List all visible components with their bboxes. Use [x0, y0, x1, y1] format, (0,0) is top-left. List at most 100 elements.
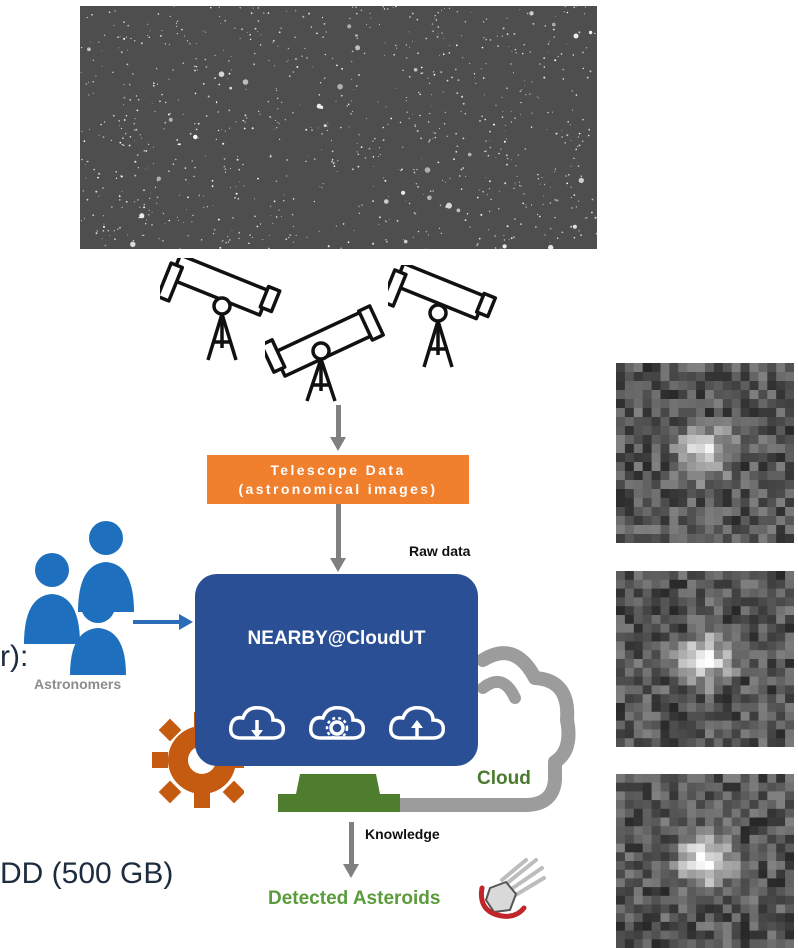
- star: [249, 34, 251, 36]
- pixel: [669, 579, 679, 590]
- star: [536, 95, 538, 97]
- pixel: [642, 498, 653, 508]
- pixel: [767, 667, 777, 678]
- star: [566, 182, 569, 185]
- pixel: [731, 426, 742, 436]
- star: [111, 206, 113, 208]
- pixel: [696, 930, 706, 940]
- pixel: [651, 372, 661, 382]
- star: [548, 244, 554, 249]
- pixel: [624, 408, 635, 418]
- star: [351, 78, 353, 80]
- pixel: [731, 372, 742, 382]
- pixel: [642, 381, 653, 391]
- pixel: [740, 729, 750, 739]
- star: [382, 126, 385, 129]
- star: [250, 12, 253, 15]
- star: [120, 127, 123, 130]
- pixel: [758, 852, 768, 862]
- pixel: [731, 498, 742, 508]
- pixel: [624, 720, 635, 730]
- pixel: [624, 632, 635, 642]
- pixel: [776, 659, 786, 669]
- star: [413, 171, 416, 174]
- pixel: [633, 571, 644, 581]
- star: [402, 239, 404, 241]
- star: [422, 72, 424, 74]
- pixel: [749, 399, 759, 409]
- star: [474, 77, 476, 79]
- star: [175, 158, 177, 161]
- pixel: [767, 817, 777, 827]
- star: [513, 72, 514, 74]
- pixel: [722, 800, 733, 810]
- star: [249, 234, 251, 236]
- pixel: [740, 878, 750, 888]
- star: [356, 142, 358, 144]
- star: [428, 140, 430, 143]
- pixel: [758, 471, 768, 481]
- pixel: [660, 408, 670, 418]
- star: [497, 45, 499, 47]
- pixel: [767, 516, 777, 526]
- star: [243, 127, 246, 130]
- pixel: [669, 843, 679, 853]
- pixel: [767, 834, 777, 845]
- pixel: [767, 571, 777, 581]
- pixel: [616, 800, 626, 810]
- pixel: [749, 579, 759, 590]
- pixel: [722, 834, 733, 845]
- star: [100, 123, 102, 126]
- pixel: [669, 895, 679, 905]
- star: [177, 99, 180, 101]
- pixel: [651, 852, 661, 862]
- pixel: [696, 390, 706, 400]
- pixel: [616, 597, 626, 607]
- star: [529, 93, 531, 95]
- star: [451, 76, 453, 79]
- pixel: [660, 571, 670, 581]
- star: [194, 69, 196, 72]
- star: [353, 230, 355, 232]
- astronomers-icon: [24, 521, 134, 675]
- pixel: [713, 826, 724, 836]
- pixel: [785, 579, 794, 590]
- star: [521, 186, 522, 187]
- pixel: [660, 711, 670, 722]
- star: [115, 171, 117, 173]
- star: [502, 111, 504, 113]
- pixel: [776, 834, 786, 845]
- pixel: [678, 641, 688, 651]
- pixel: [767, 381, 777, 391]
- pixel: [713, 363, 724, 373]
- star: [238, 168, 241, 171]
- star: [503, 239, 506, 241]
- star: [205, 66, 208, 68]
- star: [485, 18, 488, 20]
- pixel: [758, 417, 768, 427]
- star: [310, 126, 312, 128]
- pixel: [767, 703, 777, 713]
- star: [192, 214, 194, 216]
- star: [210, 7, 212, 9]
- star: [207, 95, 210, 98]
- pixel: [749, 417, 759, 427]
- pixel: [758, 597, 768, 607]
- star: [571, 90, 573, 92]
- pixel: [633, 453, 644, 463]
- pixel: [758, 869, 768, 879]
- star: [292, 112, 294, 114]
- star: [504, 182, 507, 185]
- star: [80, 71, 82, 73]
- star: [251, 127, 254, 130]
- star: [486, 194, 488, 196]
- star: [581, 140, 584, 143]
- star: [80, 220, 83, 222]
- pixel: [767, 921, 777, 932]
- star: [506, 154, 508, 157]
- star: [95, 75, 97, 77]
- pixel: [705, 659, 715, 669]
- pixel: [722, 444, 733, 454]
- pixel: [660, 525, 670, 535]
- pixel: [731, 904, 742, 914]
